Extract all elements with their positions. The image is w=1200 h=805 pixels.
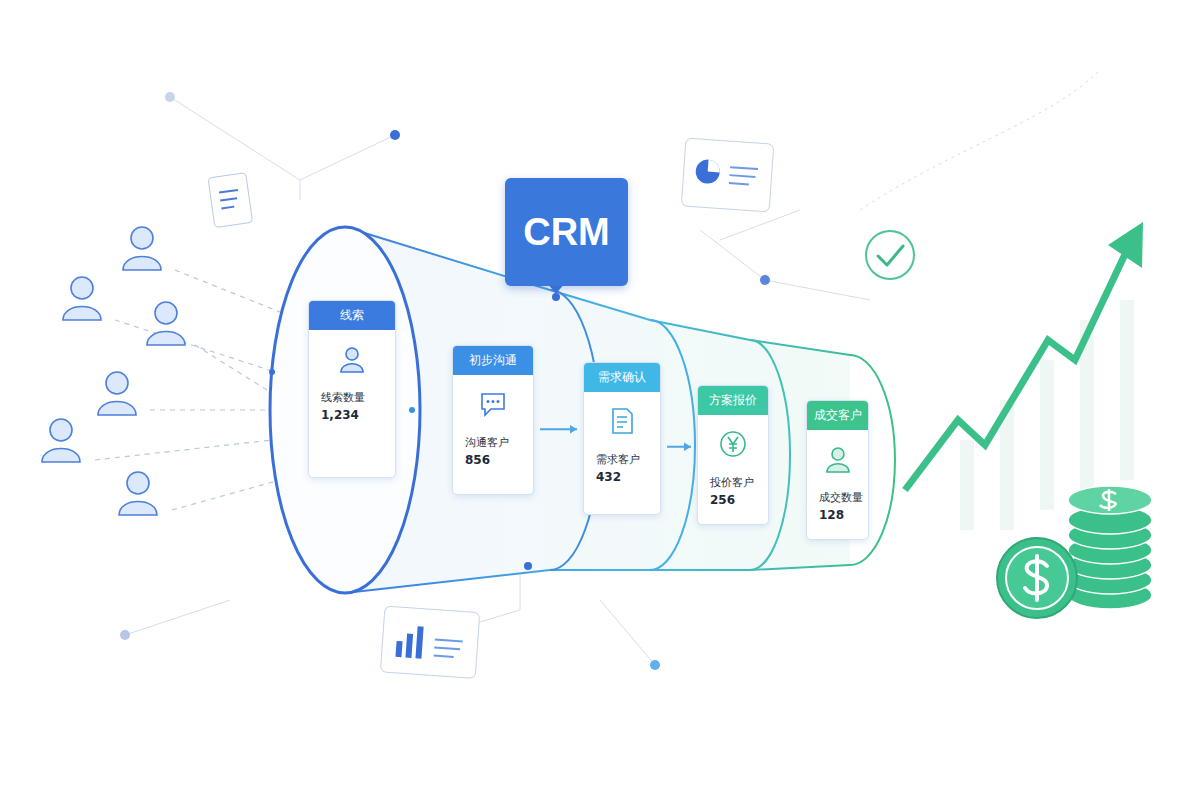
stage-icon — [807, 430, 868, 484]
metric-value: 256 — [698, 490, 768, 519]
pie-card — [681, 138, 774, 212]
check-icon — [866, 231, 914, 279]
growth-chart — [905, 222, 1143, 530]
crm-badge: CRM — [505, 178, 628, 286]
stage-card: 需求确认需求客户432 — [583, 362, 661, 515]
stage-card: 初步沟通沟通客户856 — [452, 345, 534, 495]
doc-icon — [208, 173, 253, 228]
metric-value: 128 — [807, 505, 868, 534]
stage-icon — [453, 375, 533, 429]
metric-label: 需求客户 — [584, 446, 660, 467]
metric-label: 沟通客户 — [453, 429, 533, 450]
metric-label: 线索数量 — [309, 384, 395, 405]
stage-header: 成交客户 — [807, 401, 868, 430]
metric-label: 成交数量 — [807, 484, 868, 505]
flow-arrow — [540, 428, 577, 430]
stage-header: 线索 — [309, 301, 395, 330]
arrow-head — [684, 443, 691, 451]
people-icons — [42, 227, 185, 515]
stage-header: 需求确认 — [584, 363, 660, 392]
stage-icon — [698, 415, 768, 469]
metric-value: 1,234 — [309, 405, 395, 434]
stage-icon — [584, 392, 660, 446]
metric-value: 856 — [453, 450, 533, 479]
metric-value: 432 — [584, 467, 660, 496]
network-lines — [125, 70, 1100, 665]
badge-title: CRM — [523, 211, 610, 254]
coins — [997, 486, 1152, 618]
stage-header: 方案报价 — [698, 386, 768, 415]
stage-card: 成交客户成交数量128 — [806, 400, 869, 540]
arrow-head — [570, 425, 577, 433]
bar-card — [380, 606, 479, 678]
stage-icon — [309, 330, 395, 384]
metric-label: 投价客户 — [698, 469, 768, 490]
stage-header: 初步沟通 — [453, 346, 533, 375]
stage-card: 线索线索数量1,234 — [308, 300, 396, 478]
flow-arrow — [667, 446, 691, 448]
stage-card: 方案报价投价客户256 — [697, 385, 769, 525]
